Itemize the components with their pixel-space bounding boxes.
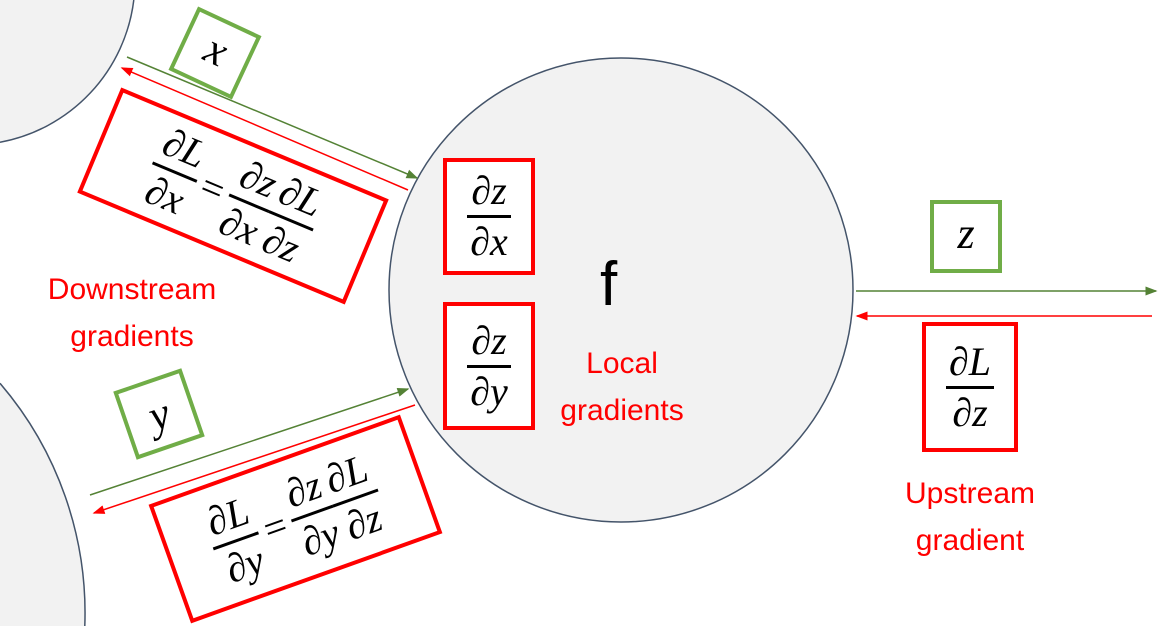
label-line: gradients bbox=[560, 394, 684, 427]
local-gradients-label: Local gradients bbox=[532, 340, 712, 434]
denominator: ∂y bbox=[219, 536, 270, 592]
upstream-node-bottom bbox=[0, 383, 86, 626]
dz-dy-fraction: ∂z ∂y bbox=[467, 317, 511, 414]
upstream-node-top-outline bbox=[0, 0, 135, 143]
forward-arrow-y bbox=[89, 388, 410, 496]
numerator: ∂L bbox=[948, 338, 991, 384]
local-gradient-y-box: ∂z ∂y bbox=[443, 302, 535, 430]
fraction-bar bbox=[945, 385, 994, 389]
backward-arrow-x bbox=[120, 67, 409, 191]
upstream-node-bottom-outline bbox=[0, 382, 86, 626]
denominator: ∂z bbox=[952, 389, 988, 435]
label-line: Local bbox=[586, 347, 658, 380]
local-gradient-x-box: ∂z ∂x bbox=[443, 158, 535, 275]
forward-arrow-x bbox=[126, 56, 419, 179]
label-line: gradients bbox=[70, 320, 194, 353]
numerator: ∂z bbox=[471, 317, 507, 363]
dL-dz-fraction: ∂L ∂z bbox=[945, 338, 994, 435]
upstream-node-top bbox=[0, 0, 134, 143]
upstream-gradient-box: ∂L ∂z bbox=[922, 322, 1018, 452]
denominator: ∂y bbox=[470, 368, 508, 414]
output-z-label: z bbox=[957, 209, 975, 258]
label-line: Upstream bbox=[904, 477, 1036, 510]
backward-arrow-y bbox=[92, 404, 416, 514]
downstream-gradients-label: Downstream gradients bbox=[12, 266, 252, 360]
input-y-label: y bbox=[141, 387, 177, 441]
node-f-circle bbox=[388, 57, 854, 523]
denominator: ∂x bbox=[470, 219, 508, 264]
label-line: Downstream bbox=[47, 273, 217, 306]
upstream-gradient-label: Upstream gradient bbox=[870, 470, 1070, 564]
fraction-bar bbox=[467, 215, 511, 218]
input-x-label: x bbox=[197, 23, 236, 76]
label-line: gradient bbox=[915, 524, 1025, 557]
denominator: ∂z bbox=[339, 494, 388, 549]
output-z-box: z bbox=[930, 200, 1002, 273]
numerator: ∂z bbox=[471, 168, 507, 213]
fraction-bar bbox=[467, 364, 511, 368]
dz-dx-fraction: ∂z ∂x bbox=[467, 171, 511, 262]
node-f-label: f bbox=[600, 250, 618, 319]
